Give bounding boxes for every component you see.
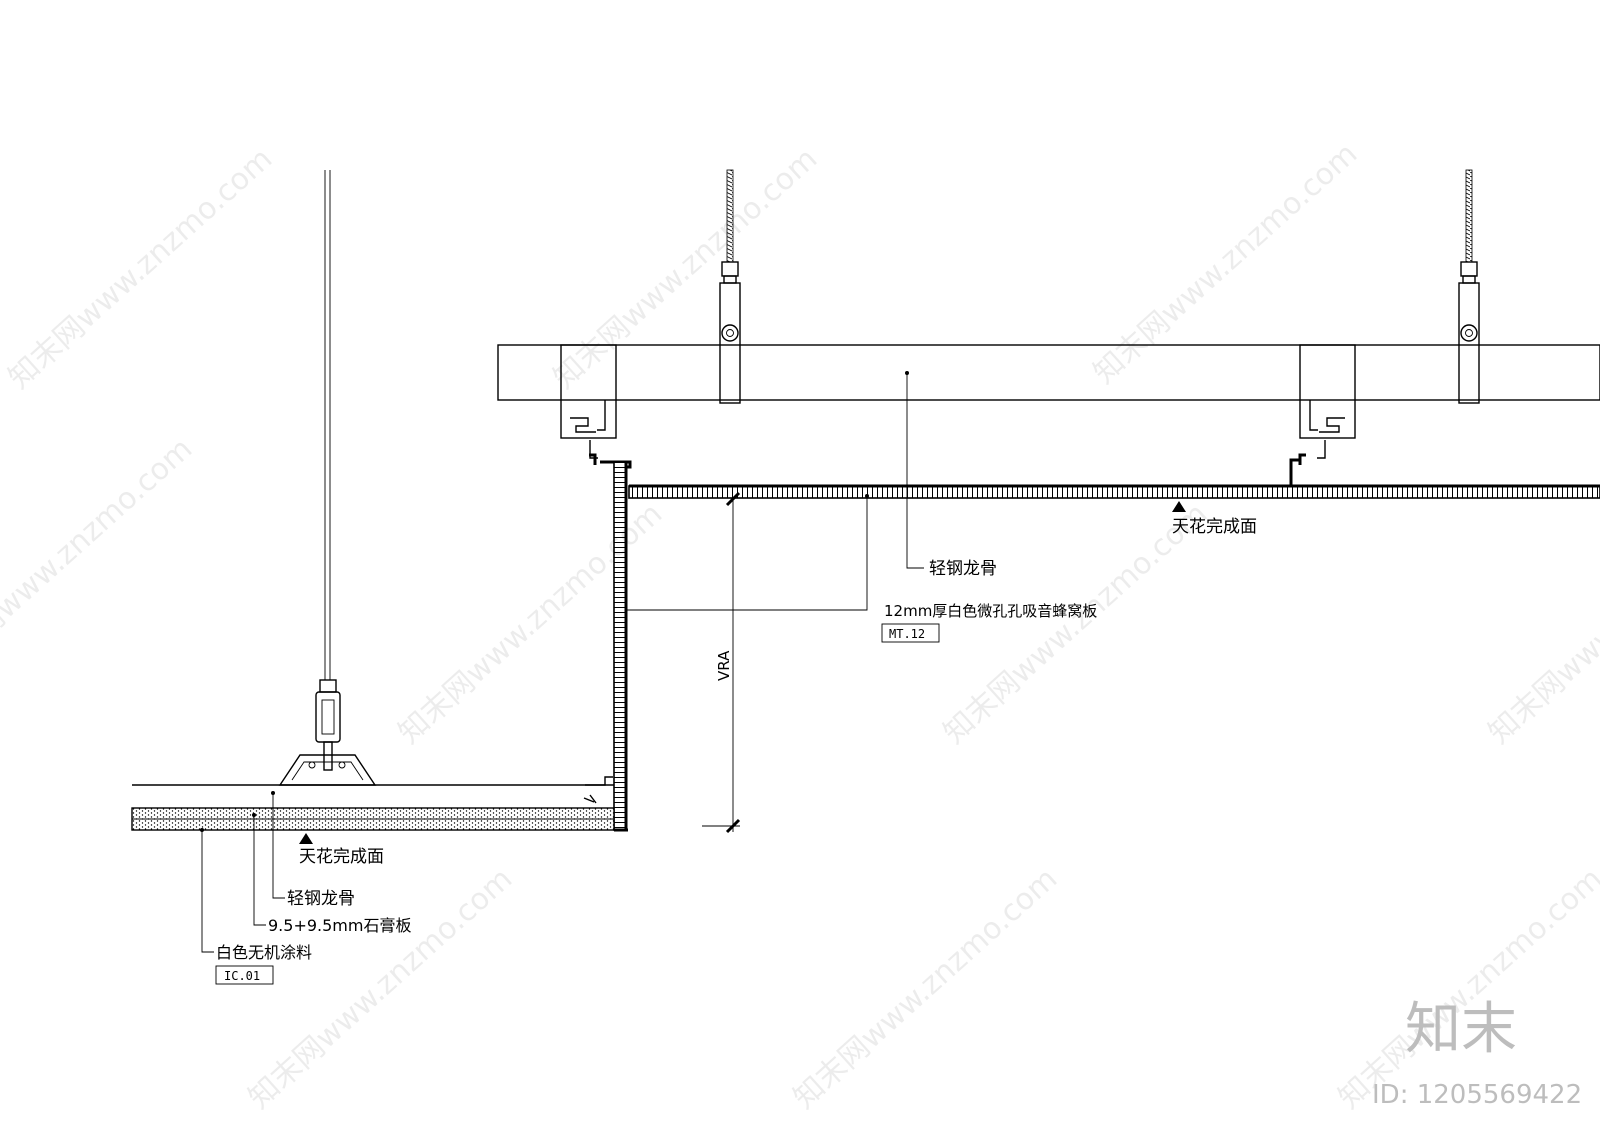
lower-ceiling-assembly xyxy=(131,170,615,832)
keel-label-right: 轻钢龙骨 xyxy=(929,559,997,579)
svg-text:知末网www.znzmo.com: 知末网www.znzmo.com xyxy=(1332,861,1600,1116)
keel-label-left: 轻钢龙骨 xyxy=(287,889,355,909)
honeycomb-tag: MT.12 xyxy=(889,627,925,641)
z-clip-right xyxy=(1289,458,1299,490)
upper-ceiling-assembly xyxy=(497,169,1600,832)
clip-bracket-1 xyxy=(560,344,617,465)
svg-text:知末网www.znzmo.com: 知末网www.znzmo.com xyxy=(547,141,824,396)
clip-bracket-2 xyxy=(1298,344,1356,465)
gypsum-board-label: 9.5+9.5mm石膏板 xyxy=(268,916,411,935)
ceiling-finish-label-left: 天花完成面 xyxy=(299,847,384,867)
svg-text:知末网www.znzmo.com: 知末网www.znzmo.com xyxy=(392,496,669,751)
svg-text:知末网www.znzmo.com: 知末网www.znzmo.com xyxy=(0,431,199,686)
vra-dimension xyxy=(702,491,741,834)
svg-text:知末网www.znzmo.com: 知末网www.znzmo.com xyxy=(1087,136,1364,391)
ceiling-finish-label-right: 天花完成面 xyxy=(1172,517,1257,537)
ceiling-finish-marker-left xyxy=(299,833,313,844)
ceiling-finish-marker-right xyxy=(1172,501,1186,512)
svg-text:知末网www.znzmo.com: 知末网www.znzmo.com xyxy=(787,861,1064,1116)
paint-tag: IC.01 xyxy=(224,969,260,983)
hanger-rod-2 xyxy=(1458,169,1480,404)
svg-text:知末网www.znzmo.com: 知末网www.znzmo.com xyxy=(937,496,1214,751)
white-paint-label: 白色无机涂料 xyxy=(216,943,312,962)
honeycomb-board-label: 12mm厚白色微孔孔吸音蜂窝板 xyxy=(884,602,1097,620)
brand-logo: 知末 xyxy=(1405,997,1517,1062)
svg-text:知末网www.znzmo.com: 知末网www.znzmo.com xyxy=(2,141,279,396)
honeycomb-board-horizontal xyxy=(628,485,1600,499)
image-id: ID: 1205569422 xyxy=(1372,1080,1582,1110)
hanger-rod-1 xyxy=(719,169,741,404)
leader-lines xyxy=(201,373,924,953)
vra-label: VRA xyxy=(715,650,733,681)
paint-tag-box xyxy=(215,965,274,985)
honeycomb-tag-box xyxy=(881,623,940,643)
svg-text:知末网www.znzmo.com: 知末网www.znzmo.com xyxy=(242,861,519,1116)
main-keel-channel xyxy=(497,344,1600,401)
svg-text:知末网www.znzmo.com: 知末网www.znzmo.com xyxy=(1482,496,1600,751)
